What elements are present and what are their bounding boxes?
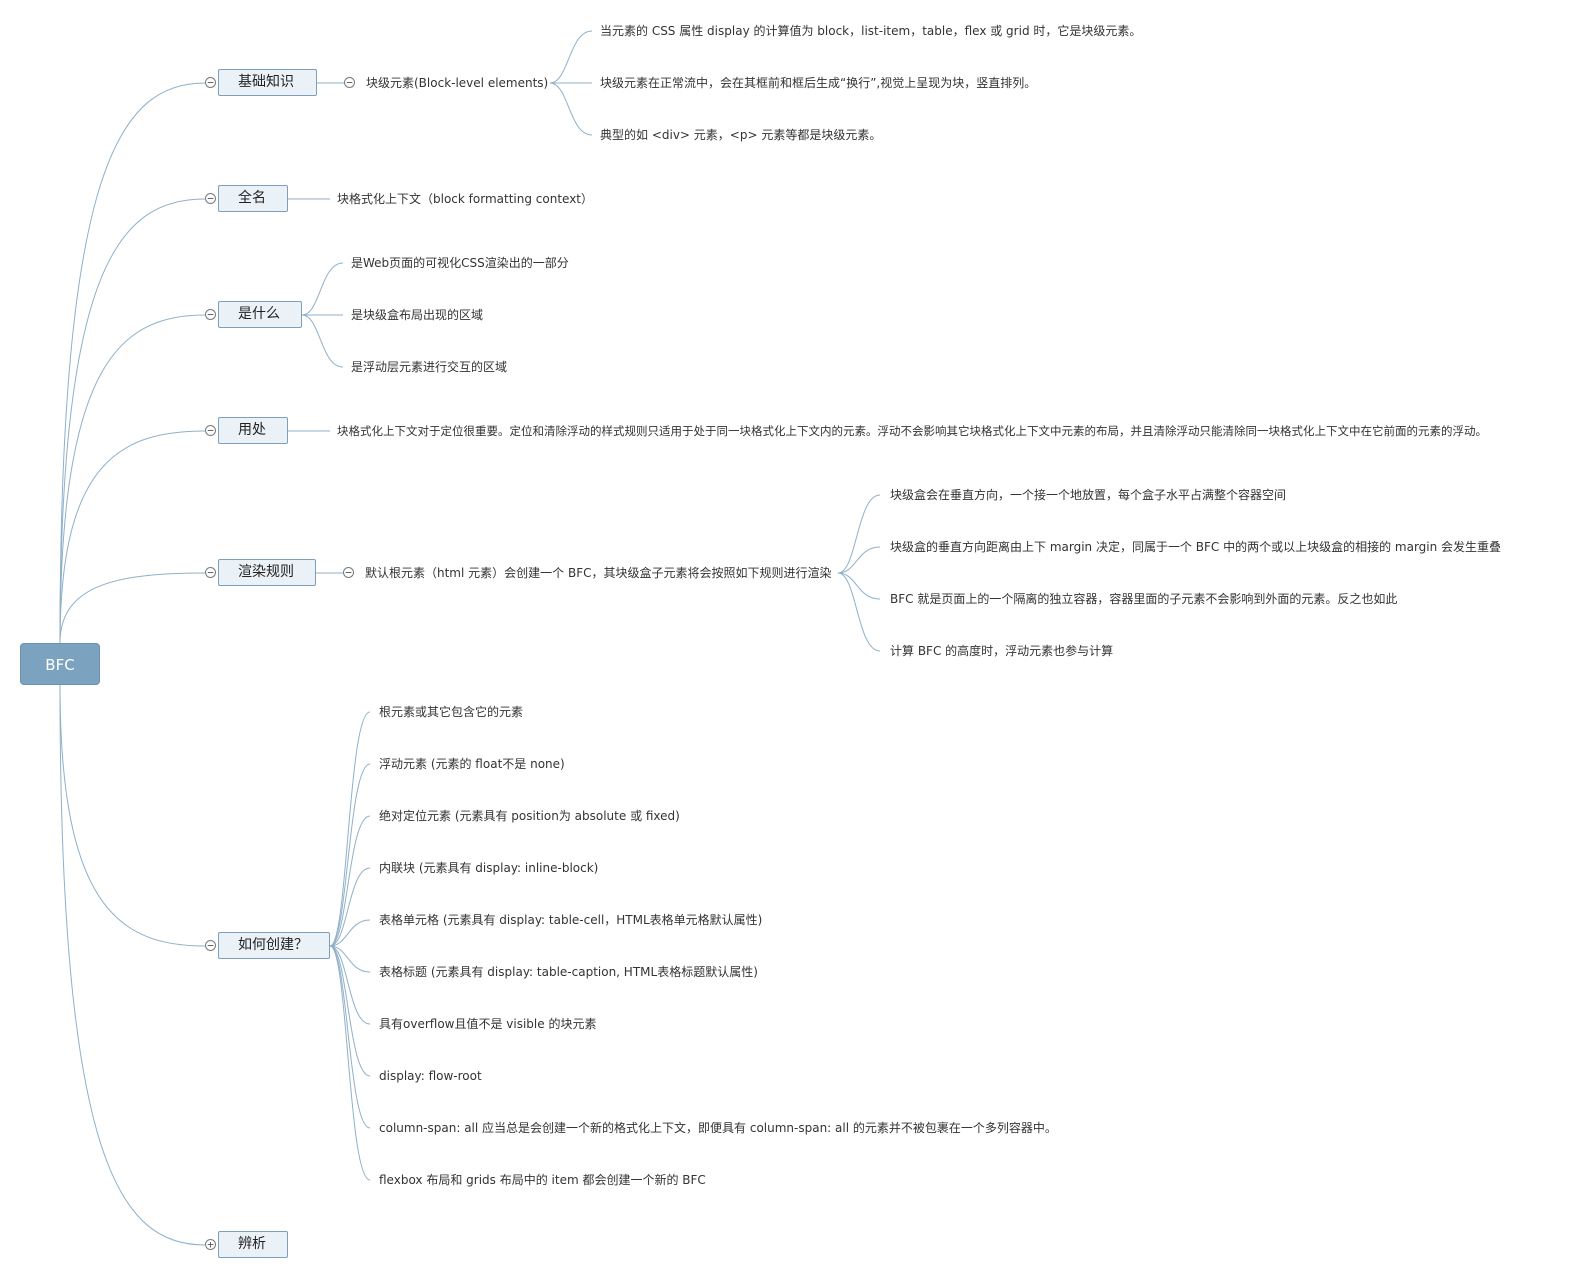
leaf-create-1[interactable]: 根元素或其它包含它的元素 — [379, 705, 524, 719]
leaf-what-3[interactable]: 是浮动层元素进行交互的区域 — [351, 360, 508, 374]
leaf-render-rule-2[interactable]: 块级盒的垂直方向距离由上下 margin 决定，同属于一个 BFC 中的两个或以… — [890, 540, 1502, 554]
root-node-bfc[interactable]: BFC — [20, 643, 100, 685]
collapse-toggle-block-level[interactable]: − — [344, 77, 355, 88]
collapse-toggle-render-default[interactable]: − — [343, 567, 354, 578]
leaf-create-3[interactable]: 绝对定位元素 (元素具有 position为 absolute 或 fixed) — [379, 809, 680, 823]
collapse-toggle-usage[interactable]: − — [205, 425, 216, 436]
collapse-toggle-basics[interactable]: − — [205, 77, 216, 88]
leaf-create-10[interactable]: flexbox 布局和 grids 布局中的 item 都会创建一个新的 BFC — [379, 1173, 706, 1187]
expand-toggle-analysis[interactable]: + — [205, 1239, 216, 1250]
leaf-what-2[interactable]: 是块级盒布局出现的区域 — [351, 308, 484, 322]
branch-fullname[interactable]: 全名 — [218, 185, 288, 212]
node-render-default[interactable]: 默认根元素（html 元素）会创建一个 BFC，其块级盒子元素将会按照如下规则进… — [365, 566, 832, 580]
leaf-create-5[interactable]: 表格单元格 (元素具有 display: table-cell，HTML表格单元… — [379, 913, 763, 927]
leaf-render-rule-4[interactable]: 计算 BFC 的高度时，浮动元素也参与计算 — [890, 644, 1114, 658]
branch-how-to-create[interactable]: 如何创建？ — [218, 932, 330, 959]
branch-basics[interactable]: 基础知识 — [218, 69, 317, 96]
collapse-toggle-create[interactable]: − — [205, 940, 216, 951]
leaf-fullname[interactable]: 块格式化上下文（block formatting context） — [337, 192, 593, 206]
collapse-toggle-fullname[interactable]: − — [205, 193, 216, 204]
collapse-toggle-render[interactable]: − — [205, 567, 216, 578]
leaf-block-level-examples[interactable]: 典型的如 <div> 元素，<p> 元素等都是块级元素。 — [600, 128, 882, 142]
leaf-block-level-flow[interactable]: 块级元素在正常流中，会在其框前和框后生成“换行”,视觉上呈现为块，竖直排列。 — [600, 76, 1037, 90]
branch-analysis[interactable]: 辨析 — [218, 1231, 288, 1258]
leaf-create-6[interactable]: 表格标题 (元素具有 display: table-caption, HTML表… — [379, 965, 758, 979]
leaf-create-4[interactable]: 内联块 (元素具有 display: inline-block) — [379, 861, 599, 875]
branch-render-rules[interactable]: 渲染规则 — [218, 559, 316, 586]
node-block-level-elements[interactable]: 块级元素(Block-level elements) — [366, 76, 549, 90]
branch-usage[interactable]: 用处 — [218, 417, 288, 444]
leaf-render-rule-1[interactable]: 块级盒会在垂直方向，一个接一个地放置，每个盒子水平占满整个容器空间 — [890, 488, 1287, 502]
leaf-block-level-definition[interactable]: 当元素的 CSS 属性 display 的计算值为 block，list-ite… — [600, 24, 1142, 38]
collapse-toggle-what[interactable]: − — [205, 309, 216, 320]
branch-what[interactable]: 是什么 — [218, 301, 302, 328]
leaf-create-9[interactable]: column-span: all 应当总是会创建一个新的格式化上下文，即便具有 … — [379, 1121, 1057, 1135]
leaf-create-8[interactable]: display: flow-root — [379, 1069, 482, 1083]
leaf-what-1[interactable]: 是Web页面的可视化CSS渲染出的一部分 — [351, 256, 569, 270]
leaf-render-rule-3[interactable]: BFC 就是页面上的一个隔离的独立容器，容器里面的子元素不会影响到外面的元素。反… — [890, 592, 1398, 606]
leaf-usage[interactable]: 块格式化上下文对于定位很重要。定位和清除浮动的样式规则只适用于处于同一块格式化上… — [337, 424, 1487, 438]
leaf-create-2[interactable]: 浮动元素 (元素的 float不是 none) — [379, 757, 565, 771]
leaf-create-7[interactable]: 具有overflow且值不是 visible 的块元素 — [379, 1017, 597, 1031]
